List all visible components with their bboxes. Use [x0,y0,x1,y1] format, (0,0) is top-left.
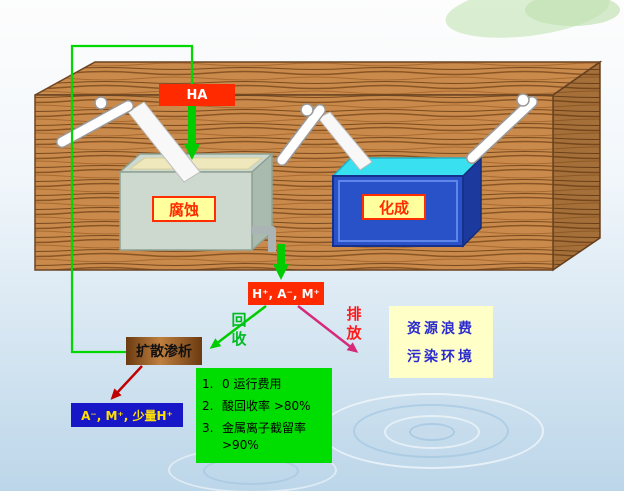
benefit-item: 1. 0 运行费用 [202,376,326,392]
benefit-number: 2. [202,399,214,414]
corrosion-tank-label: 腐蚀 [152,196,216,222]
benefit-text: 酸回收率 >80% [222,399,311,414]
roller-end [516,93,530,107]
recycle-path-label: 回收 [229,311,249,349]
benefit-item: 3. 金属离子截留率 >90% [202,420,326,452]
recycle-arrow [209,305,267,349]
dialysis-box: 扩散渗析 [126,337,202,365]
formation-tank-label: 化成 [362,194,426,220]
dialysis-output-arrow [110,365,143,400]
corrosion-tank-text: 腐蚀 [168,200,199,219]
metal-strip [127,101,201,183]
strip-and-rollers [56,93,538,183]
benefit-text: 金属离子截留率 >90% [222,421,307,452]
effluent-label: H⁺, A⁻, M⁺ [252,286,320,301]
ha-feed-box: HA [159,84,235,106]
benefit-text: 0 运行费用 [222,377,282,391]
benefit-number: 1. [202,377,214,391]
benefits-box: 1. 0 运行费用 2. 酸回收率 >80% 3. 金属离子截留率 >90% [196,368,332,463]
waste-box: 资源浪费 污染环境 [389,306,493,378]
formation-tank-text: 化成 [378,198,409,217]
product-box: A⁻, M⁺, 少量H⁺ [71,403,183,427]
waste-line1: 资源浪费 [407,321,475,337]
corrosion-tank [118,152,274,252]
waste-line2: 污染环境 [407,349,475,365]
metal-strip [317,111,373,171]
benefit-number: 3. [202,421,214,436]
drain-pipe [252,226,276,252]
recycle-loop-line [70,44,194,354]
benefit-item: 2. 酸回收率 >80% [202,398,326,414]
discharge-path-label: 排放 [344,305,364,343]
roller-end [94,96,108,110]
discharge-arrow [297,305,359,353]
discharge-text: 排放 [346,305,362,342]
effluent-box: H⁺, A⁻, M⁺ [248,282,324,305]
ha-feed-label: HA [186,87,208,103]
recycle-text: 回收 [231,311,247,348]
dialysis-label: 扩散渗析 [136,344,192,360]
product-label: A⁻, M⁺, 少量H⁺ [81,408,173,423]
roller-end [300,103,314,117]
